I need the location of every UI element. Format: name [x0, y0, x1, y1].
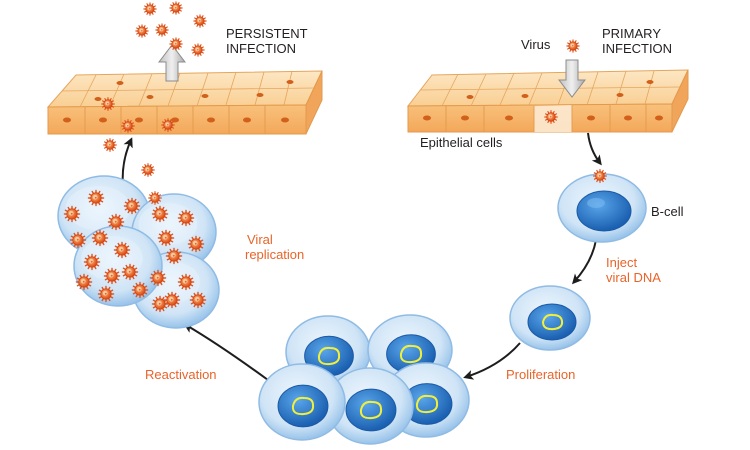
cell-icon [73, 225, 163, 307]
virus-icon [83, 253, 101, 271]
virus-icon [177, 209, 195, 227]
virus-icon [107, 213, 125, 231]
virus-icon [103, 138, 117, 152]
arrow-to-injected-cell [571, 239, 597, 285]
virus-icon [97, 285, 115, 303]
virus-icon [193, 14, 207, 28]
virus-icon [123, 197, 141, 215]
cell-icon [326, 367, 414, 445]
virus-icon [191, 43, 205, 57]
virus-icon [165, 247, 183, 265]
virus-icon [141, 163, 155, 177]
b-cell-label: B-cell [651, 204, 684, 219]
arrow-to-bcell [587, 132, 602, 166]
virus-icon [155, 23, 169, 37]
virus-icon [113, 241, 131, 259]
inject-label-line2: viral DNA [606, 269, 661, 285]
virus-icon [157, 229, 175, 247]
virus-icon [101, 97, 115, 111]
proliferation-cluster [258, 314, 470, 445]
virus-icon [593, 169, 607, 183]
virus-icon [169, 37, 183, 51]
persistent-infection-label: PERSISTENT INFECTION [226, 26, 308, 57]
proliferation-label: Proliferation [506, 367, 576, 382]
virus-particles [101, 1, 607, 205]
virus-icon [121, 263, 139, 281]
virus-icon [177, 273, 195, 291]
infected-cell [509, 285, 591, 351]
virus-icon [63, 205, 81, 223]
epithelium-left [46, 70, 323, 135]
virus-icon [75, 273, 93, 291]
reactivation-label: Reactivation [145, 367, 217, 382]
virus-icon [149, 269, 167, 287]
virus-icon [143, 2, 157, 16]
virus-icon [131, 281, 149, 299]
virus-icon [189, 291, 207, 309]
virus-icon [161, 118, 175, 132]
virus-icon [148, 191, 162, 205]
virus-icon [103, 267, 121, 285]
b-cell [557, 173, 647, 243]
virus-icon [151, 205, 169, 223]
primary-label-line2: INFECTION [602, 40, 673, 56]
virus-icon [135, 24, 149, 38]
viral-label-line1: Viral [247, 232, 273, 247]
virus-icon [544, 110, 558, 124]
virus-icon [87, 189, 105, 207]
exit-arrow-icon [157, 44, 187, 82]
arrow-to-lytic [183, 323, 269, 381]
inject-label-line1: Inject [606, 255, 638, 270]
viral-replication-label: Viral replication [245, 232, 305, 263]
primary-infection-label: PRIMARY INFECTION [602, 26, 673, 57]
inject-viral-dna-label: Inject viral DNA [606, 255, 661, 286]
virus-icon [91, 229, 109, 247]
primary-label-line1: PRIMARY [602, 26, 661, 41]
virus-icon [187, 235, 205, 253]
persistent-label-line1: PERSISTENT [226, 26, 308, 41]
virus-label: Virus [521, 37, 551, 52]
entry-arrow-icon [557, 59, 587, 98]
virus-icon [566, 39, 580, 53]
cell-icon [258, 363, 346, 441]
virus-icon [69, 231, 87, 249]
epithelial-cells-label: Epithelial cells [420, 135, 503, 150]
virus-icon [169, 1, 183, 15]
viral-replication-cluster [57, 175, 220, 329]
virus-icon [151, 295, 169, 313]
viral-label-line2: replication [245, 246, 305, 262]
virus-icon [121, 119, 135, 133]
arrow-to-proliferation [463, 342, 521, 380]
persistent-label-line2: INFECTION [226, 40, 297, 56]
